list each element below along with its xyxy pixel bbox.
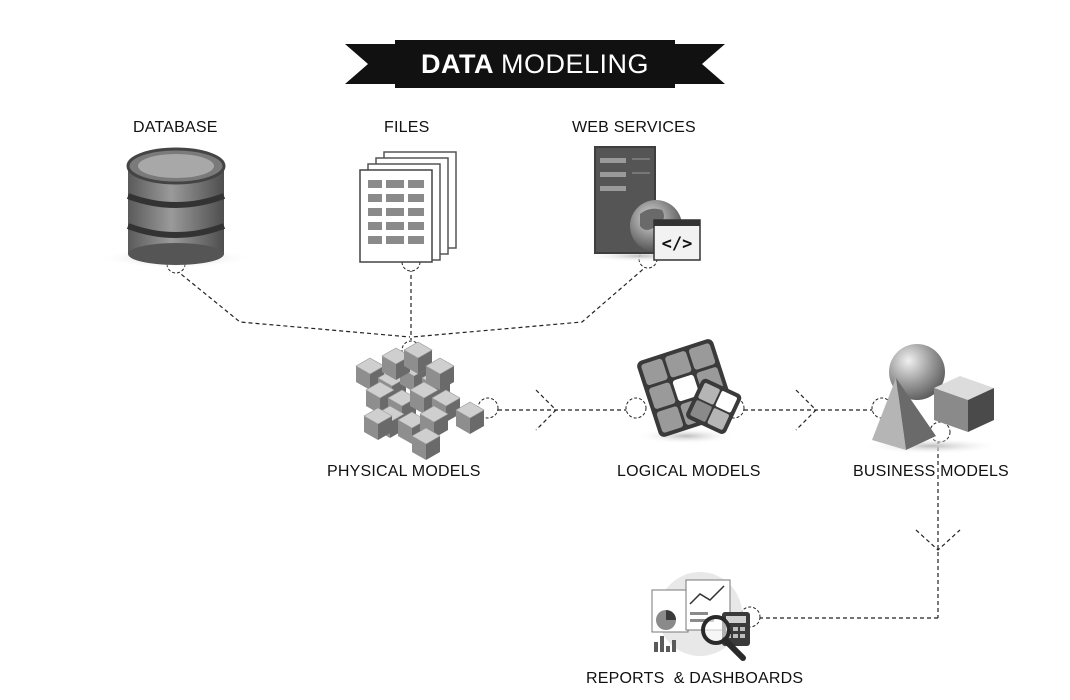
connector-nodes	[166, 249, 951, 628]
cube-block	[419, 405, 449, 438]
database-icon	[100, 147, 252, 268]
pyramid-shape	[872, 378, 936, 450]
page-title: DATA MODELING	[395, 44, 675, 84]
web-services-icon: </>	[584, 146, 701, 262]
chevron-down-icon	[915, 529, 961, 551]
label-logical-models: LOGICAL MODELS	[617, 463, 761, 480]
physical-models-icon	[355, 341, 485, 460]
connector-webservices-to-physical	[411, 264, 649, 338]
connectors	[175, 264, 939, 619]
label-web-services: WEB SERVICES	[572, 119, 696, 136]
magnifier-icon	[701, 615, 746, 661]
code-tag-text: </>	[662, 234, 693, 254]
chevron-right-icon	[535, 389, 557, 431]
label-physical-models: PHYSICAL MODELS	[327, 463, 481, 480]
cube-block	[425, 357, 455, 390]
connector-database-to-physical	[175, 269, 411, 338]
label-business-models: BUSINESS MODELS	[853, 463, 1009, 480]
logical-models-icon	[636, 339, 742, 444]
title-bold: DATA	[420, 48, 494, 79]
cube-block	[363, 407, 393, 440]
flow-chevrons	[535, 389, 961, 551]
title-rest: MODELING	[500, 48, 649, 79]
reports-dashboards-icon	[651, 572, 750, 661]
cube-block	[365, 381, 395, 414]
files-icon	[359, 151, 457, 263]
label-files: FILES	[384, 119, 430, 136]
sphere-shape	[889, 344, 945, 400]
chevron-right-icon	[795, 389, 817, 431]
label-reports-dashboards: REPORTS & DASHBOARDS	[586, 670, 804, 687]
cube-block	[355, 357, 385, 390]
title-banner	[345, 40, 725, 88]
cube-shape	[934, 376, 994, 432]
cube-block	[411, 427, 441, 460]
business-models-icon	[862, 344, 1002, 454]
cube-block	[455, 401, 485, 434]
label-database: DATABASE	[133, 119, 218, 136]
